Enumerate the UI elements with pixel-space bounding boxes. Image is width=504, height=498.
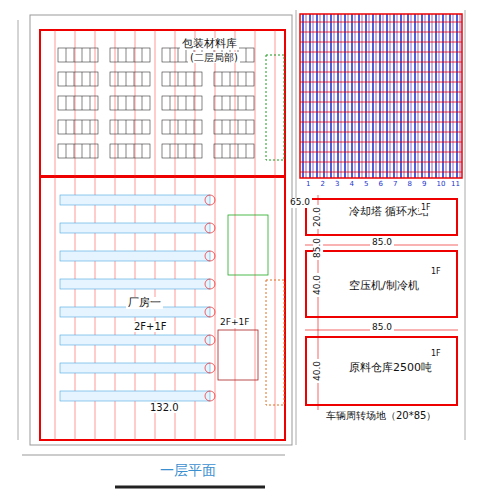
dimension-label: 132.0 [148,402,181,413]
plan-title: 一层平面 [158,463,218,478]
building-box: 冷却塔 循环水站1F [305,198,458,236]
dimension-label: 85.0 [370,238,394,248]
grid-number: 2 [319,181,327,189]
room-label: (二层局部) [188,52,240,63]
room-label: 包装材料库 [180,38,239,50]
building-region: 厂房一 2F+1F [40,177,285,440]
room-label: 1F [429,268,443,277]
grid-number: 4 [348,181,356,189]
grid-number: 1 [304,181,312,189]
dimension-label: 40.0 [313,273,323,297]
dimension-label: 85.0 [370,323,394,333]
room-label: 1F [429,350,443,359]
grid-number: 10 [435,181,448,189]
room-label: 1F [419,204,433,213]
room-label: 2F+1F [132,321,169,332]
dimension-label: 40.0 [313,359,323,383]
dimension-label: 65.0 [288,198,312,208]
dimension-label: 2F+1F [218,318,251,328]
building-box: 原料仓库2500吨 1F [305,336,458,406]
grid-number: 8 [406,181,414,189]
building-box: 空压机/制冷机 1F [305,250,458,318]
room-label: 厂房一 [126,297,163,309]
grid-number: 9 [420,181,428,189]
grid-number: 5 [362,181,370,189]
dimension-label: 20.0 [313,205,323,229]
building-region: 包装材料库 (二层局部) [40,30,285,176]
grid-number: 6 [377,181,385,189]
room-label: 原料仓库2500吨 [347,362,434,374]
dimension-label: 85.0 [313,236,323,260]
room-label: 空压机/制冷机 [347,280,421,292]
dimension-label: 车辆周转场地（20*85） [324,410,438,421]
grid-number: 11 [449,181,462,189]
grid-number: 7 [391,181,399,189]
grid-number: 3 [333,181,341,189]
